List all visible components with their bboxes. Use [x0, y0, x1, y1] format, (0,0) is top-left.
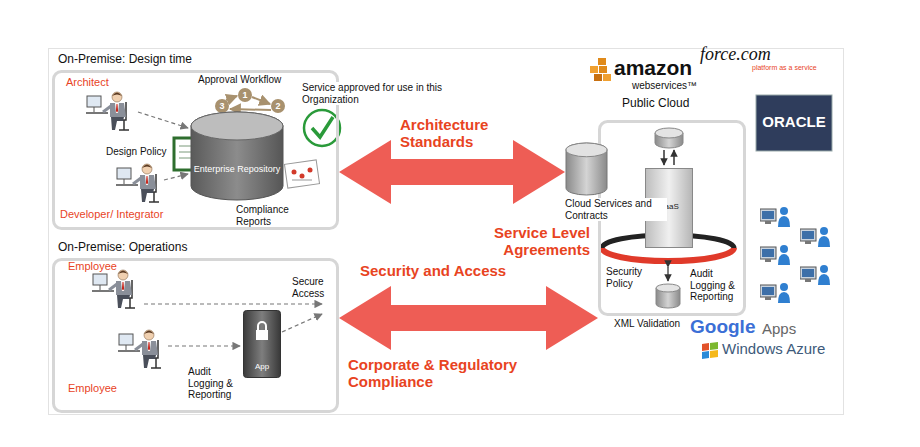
person-icon	[118, 330, 161, 368]
panel-title: On-Premise: Design time	[58, 53, 345, 67]
user-icon	[760, 245, 790, 265]
theme-label: Security and Access	[360, 262, 580, 279]
role-label: Employee	[68, 382, 117, 395]
user-icon	[800, 265, 830, 285]
node-text: App	[243, 362, 281, 371]
workflow-circles	[215, 88, 285, 113]
node-text: Enterprise Repository	[190, 164, 284, 174]
storage-cylinder: Cloud Services and Contracts	[565, 143, 667, 224]
callout-number: 3	[215, 99, 229, 113]
node-text: Cloud Services and Contracts	[565, 198, 667, 221]
amazon-logo-cubes	[590, 58, 611, 81]
compliance-report-icon	[308, 168, 313, 173]
user-icon	[800, 227, 830, 247]
callout-number: 1	[238, 88, 252, 102]
workflow-label: Approval Workflow	[198, 74, 281, 86]
compliance-report-icon	[284, 160, 319, 188]
role-label: Developer/ Integrator	[60, 208, 163, 221]
vendor-logo: Windows Azure	[722, 340, 825, 357]
cloud-inner-parts	[602, 248, 734, 261]
compliance-report-icon	[300, 174, 305, 179]
workflow-circles	[238, 88, 252, 102]
workflow-circles	[215, 99, 229, 113]
panel-title: On-Premise: Operations	[58, 241, 345, 255]
person-icon	[86, 92, 161, 368]
workflow-circles	[252, 97, 270, 104]
approval-check	[304, 110, 340, 146]
dashed-arrow	[282, 314, 322, 332]
function-label: XML Validation	[614, 318, 680, 330]
vendor-logo: Apps	[762, 320, 796, 337]
role-label: Architect	[66, 76, 109, 89]
vendor-logo: amazon	[614, 56, 692, 80]
document-label: Compliance Reports	[236, 204, 294, 227]
app-box: App	[243, 310, 281, 378]
function-label: Audit Logging & Reporting	[188, 366, 238, 401]
user-icon	[760, 283, 790, 303]
theme-label: Architecture Standards	[400, 116, 510, 151]
repository-cylinder: Enterprise Repository	[190, 112, 284, 200]
panel-title: Public Cloud	[622, 97, 770, 111]
document-label: Design Policy	[106, 146, 167, 158]
outer-frame	[49, 49, 844, 415]
person-icon	[92, 270, 135, 308]
cloud-inner-parts	[655, 128, 683, 138]
compliance-report-icon	[284, 160, 319, 188]
double-arrow	[339, 286, 598, 350]
windows-flag	[702, 351, 709, 359]
cloud-inner-parts	[673, 150, 675, 165]
dashed-arrow	[164, 174, 188, 180]
dashed-arrow	[168, 345, 240, 346]
theme-label: Corporate & Regulatory Compliance	[348, 356, 548, 391]
note-label: Service approved for use in this Organiz…	[302, 82, 447, 105]
workflow-circles	[230, 109, 271, 110]
amazon-logo-cubes	[590, 66, 598, 73]
vendor-logo: Google	[690, 316, 755, 338]
cloud-inner-parts	[663, 150, 665, 165]
region-panel: Enterprise RepositoryOn-Premise: Design …	[52, 70, 339, 230]
workflow-circles	[226, 96, 237, 100]
role-label: Employee	[68, 260, 117, 273]
vendor-logo: platform as a service	[752, 64, 817, 72]
user-icon	[760, 207, 830, 303]
compliance-report-icon	[292, 170, 297, 175]
person-icon	[116, 164, 159, 202]
approval-check	[312, 117, 333, 137]
windows-flag	[702, 343, 709, 351]
workflow-circles	[271, 99, 285, 113]
approval-check	[304, 110, 340, 146]
dashed-arrow	[144, 303, 322, 304]
vendor-logo: ORACLE	[756, 113, 832, 130]
user-icon	[760, 207, 790, 227]
flow-label: Secure Access	[292, 276, 332, 299]
cloud-inner-parts	[656, 284, 680, 292]
node-outline	[190, 112, 284, 200]
theme-label: Service Level Agreements	[478, 224, 590, 259]
cloud-inner-parts	[667, 267, 669, 281]
function-label: Security Policy	[606, 266, 651, 289]
oracle-logo	[756, 95, 832, 151]
compliance-report-icon	[292, 180, 312, 181]
amazon-logo-cubes	[598, 58, 606, 65]
windows-flag	[702, 342, 718, 359]
amazon-logo-cubes	[594, 74, 602, 81]
windows-flag	[710, 350, 718, 358]
person-icon	[86, 92, 129, 130]
vendor-logo: force.com	[700, 44, 771, 65]
dashed-arrow	[138, 112, 188, 128]
vendor-logo: webservices™	[632, 80, 697, 92]
amazon-logo-cubes	[599, 66, 607, 73]
callout-number: 2	[271, 99, 285, 113]
function-label: Audit Logging & Reporting	[690, 268, 742, 303]
windows-flag	[710, 342, 718, 350]
amazon-logo-cubes	[603, 74, 611, 81]
